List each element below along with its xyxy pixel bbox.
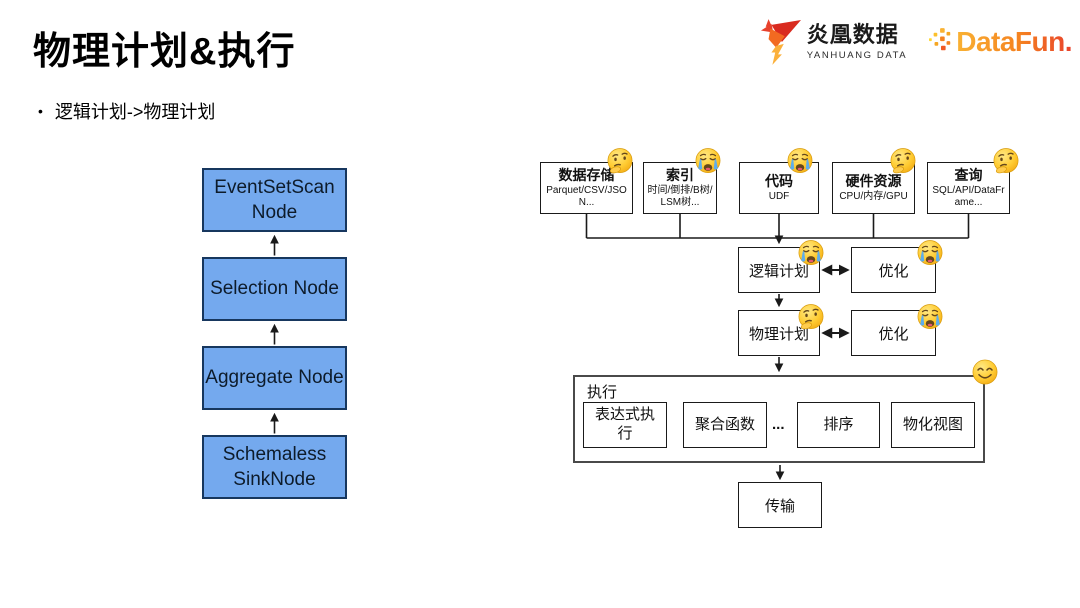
phoenix-icon — [760, 19, 801, 65]
datafun-logo: DataFun. — [929, 26, 1072, 58]
thinking-face-icon — [796, 302, 826, 332]
crying-face-icon — [785, 146, 815, 176]
node-label: 优化 — [878, 325, 909, 343]
flow-node-label: Aggregate Node — [205, 367, 344, 389]
flow-node-label: Schemaless SinkNode — [222, 443, 327, 490]
yanhuang-text: 炎凰数据 YANHUANG DATA — [806, 21, 908, 61]
datafun-wordmark: DataFun. — [956, 26, 1072, 57]
bullet-text: 逻辑计划->物理计划 — [54, 102, 216, 122]
crying-face-icon — [915, 238, 945, 268]
yanhuang-logo: 炎凰数据 YANHUANG DATA — [759, 18, 908, 66]
node-label: 优化 — [878, 262, 909, 280]
node-label: 传输 — [764, 497, 795, 515]
node-label: 逻辑计划 — [748, 262, 809, 280]
page-title: 物理计划&执行 — [33, 31, 296, 73]
transport-node: 传输 — [738, 482, 822, 528]
flow-node-schemaless-sink: Schemaless SinkNode — [202, 435, 347, 499]
execution-label: 执行 — [587, 384, 618, 401]
smiling-face-icon — [970, 357, 1000, 387]
flow-node-eventsetscan: EventSetScan Node — [202, 168, 347, 232]
pixel-dots-icon — [929, 28, 951, 51]
input-node-hardware: 硬件资源 CPU/内存/GPU — [832, 162, 915, 214]
bullet-dot: • — [38, 103, 43, 119]
bullet-item: • 逻辑计划->物理计划 — [38, 98, 215, 124]
exec-item-label: 表达式执行 — [594, 406, 655, 442]
yanhuang-subtitle: YANHUANG DATA — [806, 49, 908, 61]
thinking-face-icon — [991, 146, 1021, 176]
crying-face-icon — [915, 302, 945, 332]
input-node-sub: UDF — [768, 190, 790, 202]
exec-item-label: 排序 — [823, 415, 854, 433]
flow-node-aggregate: Aggregate Node — [202, 346, 347, 410]
exec-item-expression: 表达式执行 — [583, 402, 667, 448]
node-label: 物理计划 — [748, 325, 809, 343]
input-node-sub: 时间/倒排/B树/LSM树... — [647, 184, 713, 208]
input-node-code: 代码 UDF — [739, 162, 819, 214]
yanhuang-name: 炎凰数据 — [806, 21, 899, 47]
brand-area: 炎凰数据 YANHUANG DATA DataFun. — [759, 18, 1072, 66]
crying-face-icon — [693, 146, 723, 176]
input-node-title: 代码 — [765, 173, 793, 190]
input-node-sub: CPU/内存/GPU — [839, 190, 908, 202]
input-node-title: 索引 — [666, 167, 694, 184]
exec-item-materialized-view: 物化视图 — [891, 402, 975, 448]
exec-item-sort: 排序 — [797, 402, 880, 448]
thinking-face-icon — [888, 146, 918, 176]
thinking-face-icon — [605, 146, 635, 176]
flow-node-selection: Selection Node — [202, 257, 347, 321]
input-node-title: 查询 — [954, 167, 983, 184]
input-node-sub: Parquet/CSV/JSON... — [546, 184, 627, 208]
exec-item-aggregate-fn: 聚合函数 — [683, 402, 767, 448]
flow-node-label: EventSetScan Node — [214, 176, 335, 223]
input-node-data-store: 数据存储 Parquet/CSV/JSON... — [540, 162, 633, 214]
input-node-sub: SQL/API/DataFrame... — [932, 184, 1005, 208]
flow-node-label: Selection Node — [210, 278, 339, 300]
exec-items-ellipsis: ... — [772, 416, 785, 433]
exec-item-label: 聚合函数 — [694, 415, 755, 433]
input-node-title: 数据存储 — [558, 167, 615, 184]
input-node-title: 硬件资源 — [845, 173, 902, 190]
exec-item-label: 物化视图 — [902, 415, 963, 433]
crying-face-icon — [796, 238, 826, 268]
